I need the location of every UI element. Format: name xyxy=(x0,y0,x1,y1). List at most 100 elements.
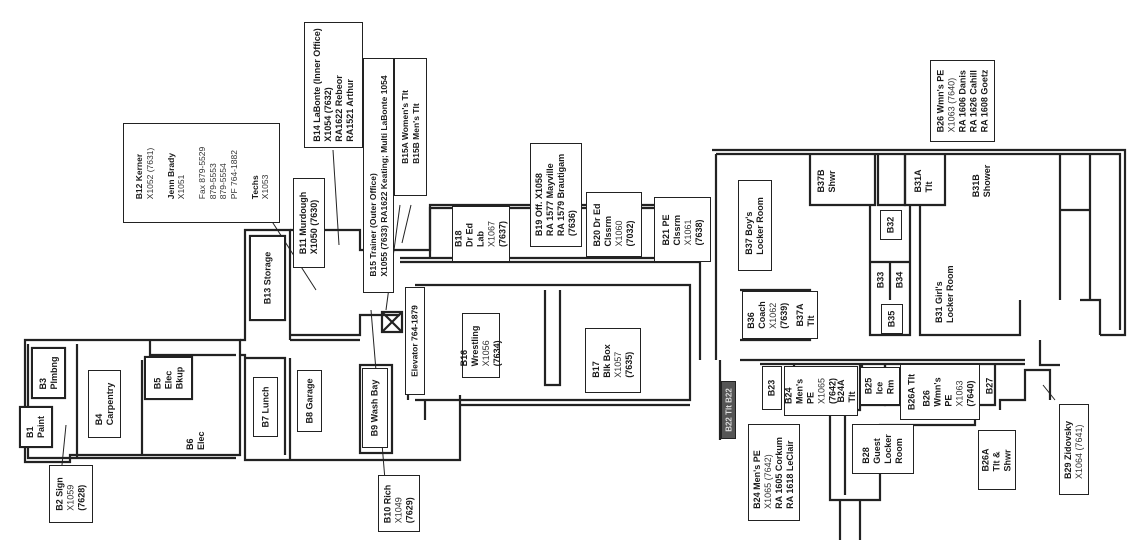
room-b19-ra1: RA 1577 Mayville xyxy=(545,163,555,237)
room-b37b-name: Shwr xyxy=(827,170,837,193)
room-b14-name: B14 LaBonte (Inner Office) xyxy=(311,28,322,142)
room-b24-note-ra2: RA 1618 LeClair xyxy=(785,440,795,509)
room-b1-label: B1 xyxy=(25,426,35,439)
spacer xyxy=(186,147,197,199)
room-b13-label: B13 Storage xyxy=(262,251,272,305)
fax-number: Fax 879-5529 xyxy=(196,146,207,200)
room-b31a-label: B31A xyxy=(913,169,923,193)
staff-jenn-brady-ext: X1051 xyxy=(175,174,186,200)
room-b26a-sub: Shwr xyxy=(1002,449,1013,472)
room-b31b-label: B31B xyxy=(971,174,981,198)
room-b28-sub: Locker xyxy=(883,434,893,464)
room-b2-code: (7628) xyxy=(76,484,87,511)
spacer xyxy=(154,147,165,199)
room-b19-name: B19 Off. X1058 xyxy=(534,173,544,237)
room-b26a-label: B26A xyxy=(980,448,991,472)
room-b24-note-ra1: RA 1605 Corkum xyxy=(774,436,784,509)
room-b16-name: Wrestling xyxy=(470,325,480,366)
room-b27-label: B27 xyxy=(984,377,994,395)
room-b28-name: Guest xyxy=(872,438,882,464)
room-b31b-name: Shower xyxy=(982,164,992,198)
room-b26-name: Wmn's xyxy=(932,377,943,407)
room-b16-ext: X1056 xyxy=(481,339,491,366)
room-b35: B35 xyxy=(881,304,903,334)
room-b18-code: (7637) xyxy=(497,221,508,248)
room-b23-label: B23 xyxy=(766,379,777,397)
room-b26-ext: X1063 xyxy=(954,380,965,407)
room-b37-name: Locker Room xyxy=(755,196,765,255)
room-b14-ra2: RA1521 Arthur xyxy=(344,79,355,142)
room-b22: B22 Tlt B22 xyxy=(721,381,736,439)
room-b28-sub2: Room xyxy=(894,438,904,464)
room-b18-sub: Lab xyxy=(475,231,486,248)
room-b10-ext: X1049 xyxy=(393,496,404,523)
room-b17-label: B17 xyxy=(591,360,601,378)
phone-number-2: 879-5554 xyxy=(217,163,228,200)
room-b21-ext: X1061 xyxy=(682,218,693,246)
room-b18-name: Dr Ed xyxy=(464,223,475,248)
room-b9-label: B9 Wash Bay xyxy=(369,379,380,437)
room-b19-code: (7636) xyxy=(567,210,577,237)
room-b33: B33 xyxy=(872,262,890,298)
room-b8-label: B8 Garage xyxy=(304,378,314,424)
room-b4-name: Carpentry xyxy=(104,382,115,426)
room-b3-label: B3 xyxy=(37,377,48,390)
elevator: Elevator 764-1879 xyxy=(405,287,425,395)
techs-label: Techs xyxy=(248,175,259,200)
room-b24-name: Men's xyxy=(794,378,805,405)
room-b25-name: Ice xyxy=(874,381,885,395)
room-b24-sub: PE xyxy=(805,392,816,405)
room-b25-sub: Rm xyxy=(885,379,896,395)
room-b35-label: B35 xyxy=(886,310,897,328)
room-b21-name: B21 PE xyxy=(660,213,671,246)
room-b20-ext: X1060 xyxy=(614,219,624,247)
room-b5-name: Elec xyxy=(163,370,173,390)
room-b31-name: Locker Room xyxy=(945,265,955,323)
room-b15-name: B15 Trainer (Outer Office) xyxy=(367,172,378,277)
elevator-label: Elevator 764-1879 xyxy=(409,305,420,377)
room-b24-note-ext: X1065 (7642) xyxy=(763,453,773,509)
room-b15-label: B15 Trainer (Outer Office)X1055 (7633) R… xyxy=(363,58,394,293)
room-b15b-name: B15B Men's Tlt xyxy=(410,103,421,164)
room-b21-code: (7638) xyxy=(693,219,704,246)
room-b26-note-ra1: RA 1606 Danis xyxy=(957,70,967,133)
room-b24-label: B24 xyxy=(783,387,794,405)
phone-number-1: 879-5553 xyxy=(206,163,217,200)
room-b16-label: B16 xyxy=(459,349,469,366)
spacer xyxy=(238,147,249,199)
room-b26-note-ext: X1063 (7640) xyxy=(946,77,956,133)
room-b18-label: B18 xyxy=(453,230,464,248)
room-b24-note-name: B24 Men's PE xyxy=(752,449,762,509)
room-b6-label: B6 xyxy=(185,438,195,450)
room-b15a-name: B15A Women's Tlt xyxy=(399,90,410,164)
room-b37a-name: Tlt xyxy=(805,315,816,327)
room-b17-ext: X1057 xyxy=(613,351,623,378)
room-b26-code: (7640) xyxy=(965,380,976,407)
room-b37b-label: B37B xyxy=(816,169,826,193)
room-b17-name: Blk Box xyxy=(602,343,612,378)
room-b14-ra1: RA1622 Rebeor xyxy=(333,75,344,142)
room-b34-label: B34 xyxy=(894,271,905,289)
room-b24a-name: Tlt xyxy=(846,391,857,403)
room-b27: B27 xyxy=(982,367,997,405)
room-b5-sub: Bkup xyxy=(174,366,184,390)
room-b26a-name: Tlt & xyxy=(991,451,1002,472)
room-b36-code: (7639) xyxy=(779,302,790,329)
